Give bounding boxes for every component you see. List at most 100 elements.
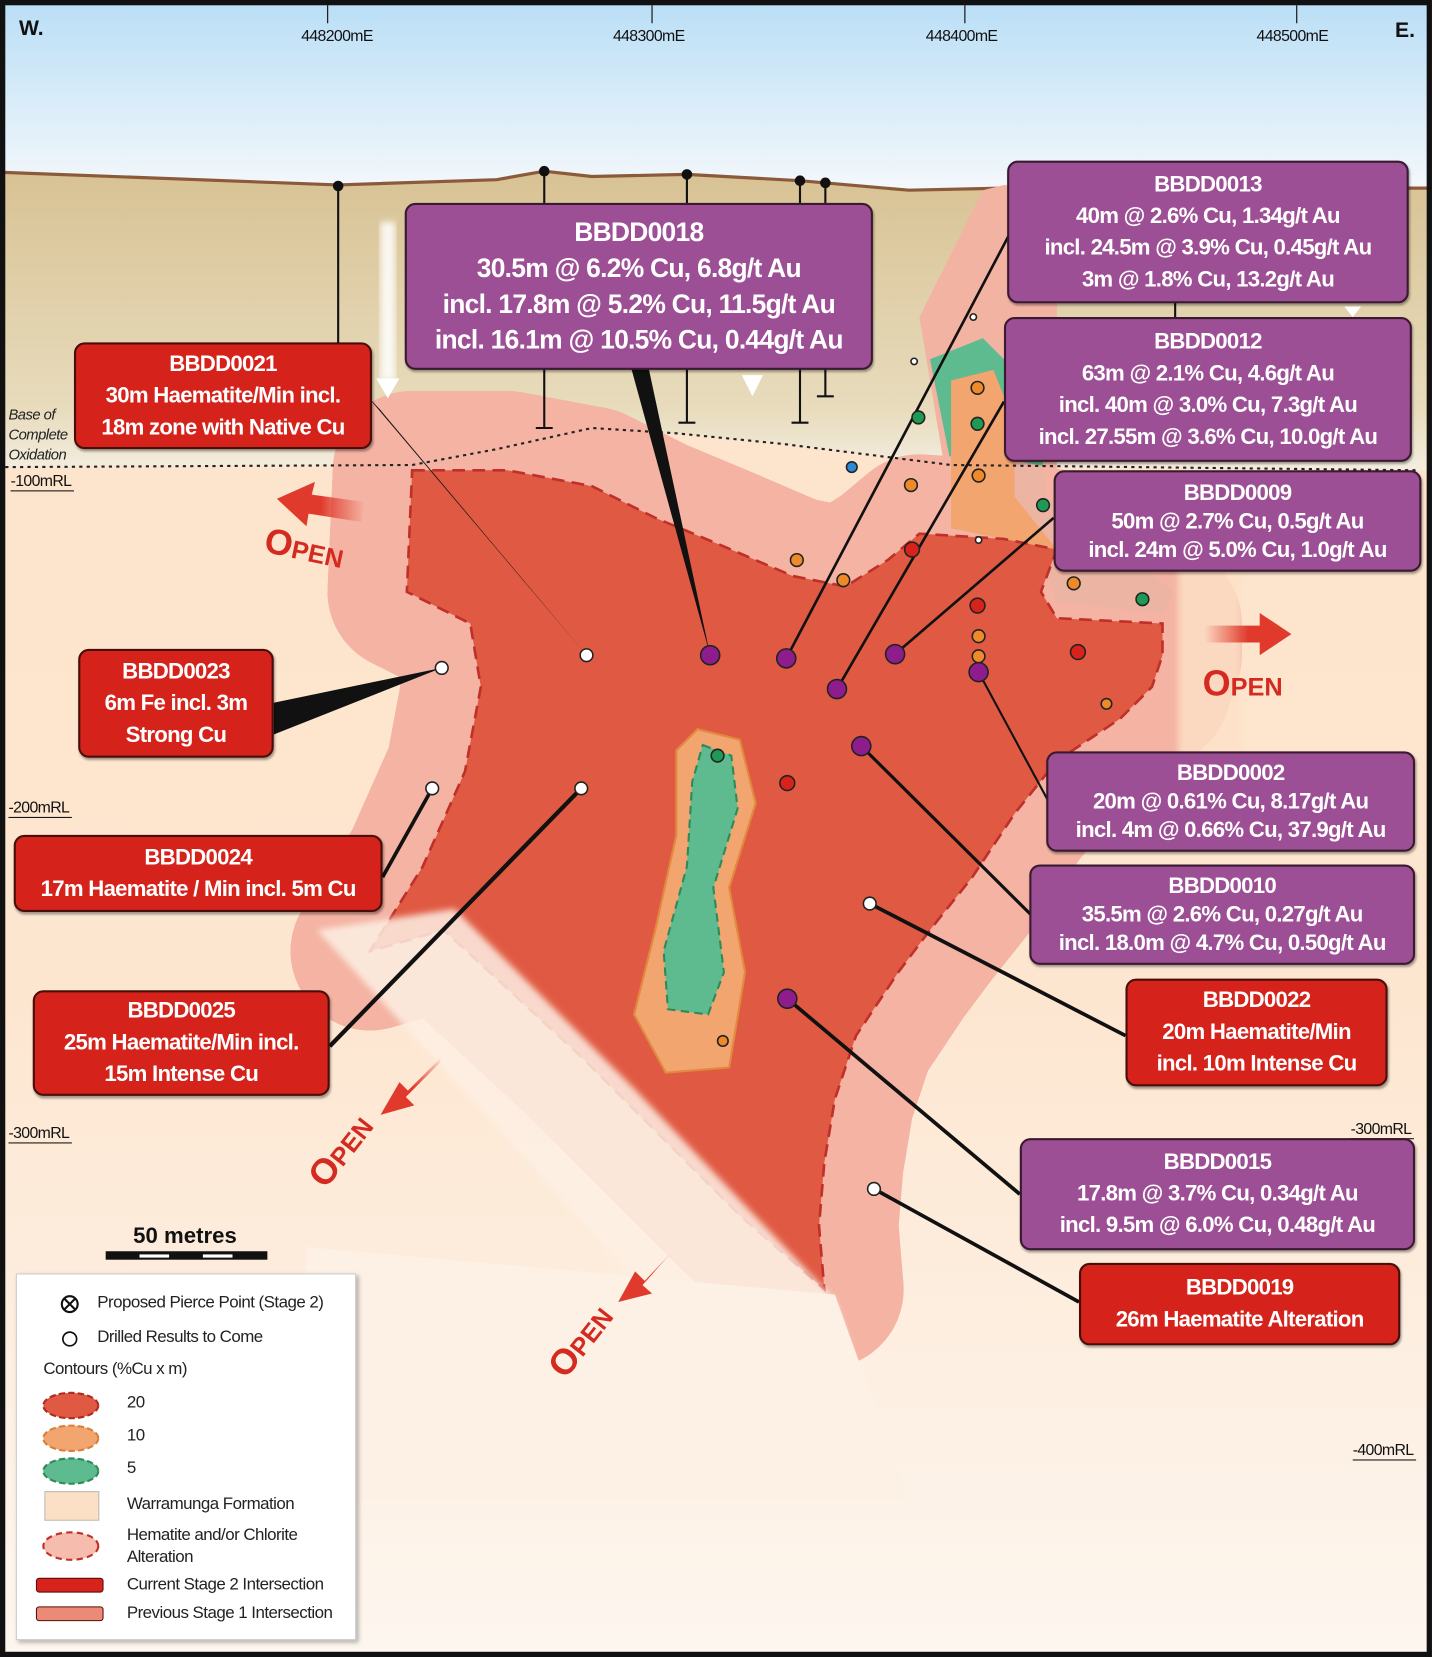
- callout-line: 6m Fe incl. 3m: [104, 690, 248, 715]
- callout-line: 17m Haematite / Min incl. 5m Cu: [40, 876, 357, 901]
- east-label: E.: [1394, 19, 1415, 43]
- callout-line: incl. 16.1m @ 10.5% Cu, 0.44g/t Au: [434, 325, 844, 356]
- callout-bbdd0015: BBDD0015 17.8m @ 3.7% Cu, 0.34g/t Au inc…: [1019, 1138, 1416, 1251]
- legend-contour-5: 5: [126, 1459, 136, 1478]
- contour-10-upper: [951, 369, 1057, 550]
- callout-line: incl. 24m @ 5.0% Cu, 1.0g/t Au: [1088, 537, 1387, 562]
- callout-bbdd0010: BBDD0010 35.5m @ 2.6% Cu, 0.27g/t Au inc…: [1029, 864, 1416, 965]
- callout-title: BBDD0010: [1168, 873, 1276, 899]
- contour-20-swatch: [42, 1391, 100, 1420]
- callout-line: incl. 9.5m @ 6.0% Cu, 0.48g/t Au: [1059, 1213, 1376, 1238]
- legend-drilled-label: Drilled Results to Come: [97, 1328, 263, 1347]
- contour-10-points: [716, 380, 1113, 1048]
- callout-title: BBDD0023: [122, 658, 230, 684]
- easting-label: 448500mE: [1256, 27, 1329, 46]
- callout-title: BBDD0009: [1183, 480, 1292, 505]
- pierce-point-icon: [60, 1295, 79, 1314]
- easting-label: 448300mE: [612, 27, 685, 46]
- legend-contour-10: 10: [126, 1426, 145, 1445]
- blue-point: [845, 461, 858, 474]
- callout-line: 35.5m @ 2.6% Cu, 0.27g/t Au: [1081, 902, 1364, 927]
- legend-alteration-line: Hematite and/or Chlorite: [126, 1526, 298, 1544]
- callout-bbdd0019: BBDD0019 26m Haematite Alteration: [1078, 1262, 1401, 1346]
- base-of-oxidation-label: Base of Complete Oxidation: [8, 405, 68, 465]
- drilled-results-to-come-points: [425, 313, 983, 1197]
- callout-title: BBDD0018: [574, 217, 704, 248]
- oxidation-label-line: Base of: [8, 405, 55, 423]
- easting-label: 448200mE: [301, 27, 373, 46]
- callout-bbdd0025: BBDD0025 25m Haematite/Min incl. 15m Int…: [32, 990, 330, 1096]
- open-label-east: Open: [1202, 663, 1283, 704]
- callout-line: 25m Haematite/Min incl.: [63, 1030, 299, 1055]
- legend-contours-title: Contours (%Cu x m): [43, 1360, 187, 1379]
- stage2-intersection-swatch: [35, 1577, 104, 1593]
- open-arrows: [276, 481, 1292, 1302]
- callout-line: incl. 10m Intense Cu: [1156, 1051, 1358, 1076]
- zone-fade: [317, 908, 867, 1395]
- legend-alteration: Hematite and/or Chlorite Alteration: [127, 1524, 298, 1568]
- callout-bbdd0018: BBDD0018 30.5m @ 6.2% Cu, 6.8g/t Au incl…: [404, 202, 873, 370]
- callout-line: 50m @ 2.7% Cu, 0.5g/t Au: [1111, 508, 1364, 534]
- west-label: W.: [19, 16, 44, 41]
- rl-label-100: -100mRL: [10, 472, 74, 492]
- callout-title: BBDD0024: [144, 844, 252, 870]
- intersection-points: [425, 313, 1150, 1197]
- contour-5-points: [710, 410, 1150, 763]
- zone-fade-bottom: [306, 1247, 909, 1501]
- open-arrow-southwest-1: [380, 1056, 442, 1115]
- callout-title: BBDD0013: [1154, 171, 1262, 197]
- legend: Proposed Pierce Point (Stage 2) Drilled …: [15, 1273, 357, 1641]
- callout-bbdd0024: BBDD0024 17m Haematite / Min incl. 5m Cu: [13, 834, 383, 913]
- contour-10-swatch: [42, 1424, 100, 1453]
- callout-bbdd0012: BBDD0012 63m @ 2.1% Cu, 4.6g/t Au incl. …: [1003, 317, 1412, 462]
- rl-label-400: -400mRL: [1352, 1441, 1416, 1461]
- open-arrow-west: [276, 481, 365, 527]
- callout-line: 15m Intense Cu: [104, 1062, 259, 1087]
- callout-line: incl. 18.0m @ 4.7% Cu, 0.50g/t Au: [1058, 931, 1387, 956]
- scale-bar: [105, 1251, 268, 1260]
- contour-5-swatch: [42, 1457, 100, 1485]
- sky: [0, 0, 1432, 191]
- callout-line: 17.8m @ 3.7% Cu, 0.34g/t Au: [1077, 1181, 1359, 1206]
- callout-title: BBDD0021: [169, 351, 277, 376]
- stage1-intersection-swatch: [35, 1606, 104, 1622]
- oxidation-label-line: Complete: [8, 425, 68, 443]
- oxidation-label-line: Oxidation: [8, 445, 67, 463]
- legend-pierce-label: Proposed Pierce Point (Stage 2): [97, 1293, 324, 1312]
- callout-title: BBDD0012: [1154, 329, 1262, 354]
- callout-bbdd0022: BBDD0022 20m Haematite/Min incl. 10m Int…: [1125, 978, 1388, 1087]
- callout-line: 3m @ 1.8% Cu, 13.2g/t Au: [1081, 266, 1335, 292]
- callout-line: incl. 17.8m @ 5.2% Cu, 11.5g/t Au: [442, 289, 836, 320]
- open-arrow-southwest-2: [618, 1241, 682, 1302]
- legend-warramunga: Warramunga Formation: [126, 1495, 295, 1514]
- drilled-point-icon: [62, 1331, 78, 1347]
- callout-title: BBDD0015: [1163, 1149, 1272, 1175]
- contour-5-pod: [662, 743, 739, 1016]
- callout-line: 30m Haematite/Min incl.: [105, 383, 341, 408]
- zone-fade-right: [1178, 549, 1242, 761]
- white-arrows: [376, 221, 1362, 399]
- callout-line: 63m @ 2.1% Cu, 4.6g/t Au: [1081, 360, 1335, 386]
- callout-line: incl. 4m @ 0.66% Cu, 37.9g/t Au: [1075, 817, 1387, 843]
- rl-label-300-left: -300mRL: [8, 1124, 72, 1144]
- alteration-swatch: [42, 1531, 100, 1561]
- callout-title: BBDD0025: [127, 998, 236, 1023]
- warramunga-swatch: [44, 1491, 100, 1521]
- callout-bbdd0021: BBDD0021 30m Haematite/Min incl. 18m zon…: [73, 342, 372, 450]
- callout-line: 20m @ 0.61% Cu, 8.17g/t Au: [1092, 789, 1369, 814]
- callout-line: Strong Cu: [125, 722, 227, 747]
- callout-line: incl. 24.5m @ 3.9% Cu, 0.45g/t Au: [1044, 235, 1372, 260]
- callout-bbdd0023: BBDD0023 6m Fe incl. 3m Strong Cu: [78, 648, 274, 758]
- open-arrow-east: [1204, 612, 1292, 656]
- legend-alteration-line: Alteration: [126, 1548, 194, 1567]
- callout-line: 20m Haematite/Min: [1162, 1019, 1351, 1045]
- callout-title: BBDD0002: [1176, 760, 1285, 786]
- ground-surface: [0, 169, 1432, 192]
- callout-bbdd0013: BBDD0013 40m @ 2.6% Cu, 1.34g/t Au incl.…: [1007, 160, 1409, 304]
- callout-bbdd0002: BBDD0002 20m @ 0.61% Cu, 8.17g/t Au incl…: [1046, 751, 1416, 852]
- callout-line: incl. 40m @ 3.0% Cu, 7.3g/t Au: [1058, 392, 1358, 417]
- legend-contour-20: 20: [126, 1393, 145, 1412]
- easting-ticks: [326, 5, 1298, 24]
- rl-label-300-right: -300mRL: [1350, 1120, 1414, 1140]
